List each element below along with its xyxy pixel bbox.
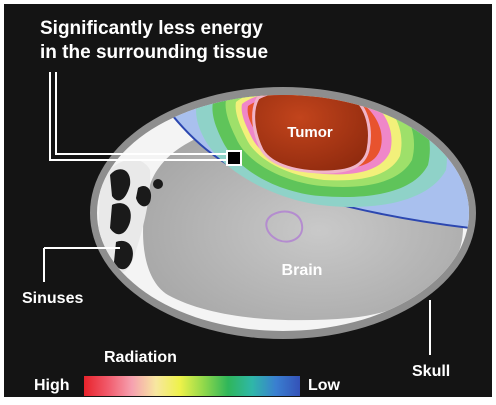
- sinuses-label: Sinuses: [22, 290, 83, 307]
- callout-marker: [227, 151, 241, 165]
- brain-label: Brain: [282, 262, 323, 279]
- legend-low-label: Low: [308, 377, 341, 394]
- callout-line-1: Significantly less energy: [40, 18, 263, 39]
- legend-title: Radiation: [104, 349, 177, 366]
- radiation-color-scale: [84, 376, 300, 396]
- tumor-label: Tumor: [287, 124, 333, 141]
- callout-line-2: in the surrounding tissue: [40, 42, 268, 63]
- skull-label: Skull: [412, 363, 450, 380]
- legend-high-label: High: [34, 377, 70, 394]
